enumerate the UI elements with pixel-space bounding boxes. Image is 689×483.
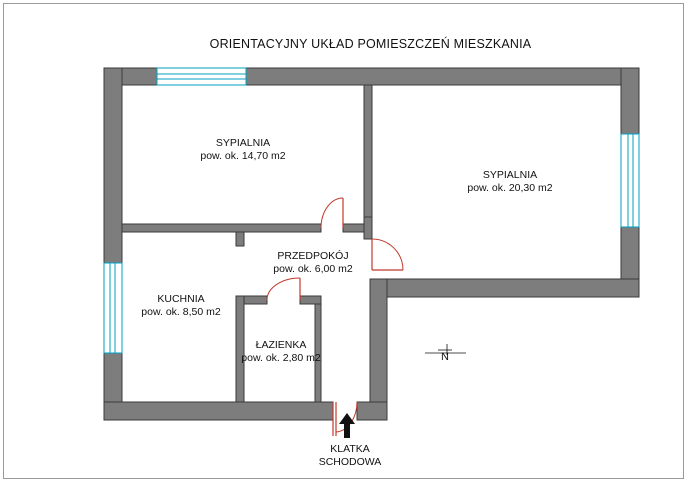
interior-walls — [121, 84, 373, 403]
window-left — [103, 262, 123, 354]
north-arrow-icon: N — [425, 344, 466, 363]
outer-walls — [103, 67, 640, 421]
room-label-bedroom-1: SYPIALNIA pow. ok. 14,70 m2 — [178, 137, 308, 163]
window-right — [620, 133, 640, 228]
entrance-line-2: SCHODOWA — [318, 456, 382, 468]
wall-bedroom-hall — [342, 223, 365, 233]
wall-corridor-right — [369, 278, 388, 421]
room-area: pow. ok. 6,00 m2 — [273, 263, 353, 275]
door-bedroom-2[interactable] — [371, 238, 404, 271]
room-area: pow. ok. 8,50 m2 — [141, 306, 221, 318]
door-bedroom-1[interactable] — [320, 197, 344, 229]
wall-right-upper — [620, 67, 640, 135]
room-name: SYPIALNIA — [215, 137, 271, 149]
wall-bath-top — [243, 295, 268, 305]
wall-divider-stub — [363, 216, 373, 240]
room-name: ŁAZIENKA — [255, 339, 307, 351]
room-name: SYPIALNIA — [482, 169, 538, 181]
wall-bottom-right — [369, 278, 640, 298]
room-label-kitchen: KUCHNIA pow. ok. 8,50 m2 — [116, 293, 246, 319]
entrance-arrow-icon — [339, 413, 355, 438]
wall-kitchen-bath — [235, 295, 245, 403]
doors — [266, 197, 404, 436]
room-area: pow. ok. 20,30 m2 — [467, 182, 553, 194]
wall-bath-right — [314, 303, 322, 403]
wall-top-right — [245, 67, 640, 86]
windows — [103, 67, 640, 354]
room-label-bedroom-2: SYPIALNIA pow. ok. 20,30 m2 — [445, 169, 575, 195]
room-label-bathroom: ŁAZIENKA pow. ok. 2,80 m2 — [231, 339, 331, 365]
wall-bottom-left — [103, 401, 334, 421]
plan-title: ORIENTACYJNY UKŁAD POMIESZCZEŃ MIESZKANI… — [209, 37, 532, 51]
wall-bedrooms-divider — [363, 84, 373, 218]
room-area: pow. ok. 2,80 m2 — [241, 352, 321, 364]
wall-bath-top-right — [299, 295, 322, 305]
wall-bedroom-kitchen — [121, 223, 322, 233]
room-name: PRZEDPOKÓJ — [277, 250, 349, 262]
north-label: N — [441, 351, 449, 363]
wall-left-upper — [103, 67, 123, 264]
entrance-label: KLATKA SCHODOWA — [300, 443, 400, 469]
wall-bottom-entry — [356, 401, 388, 421]
room-area: pow. ok. 14,70 m2 — [200, 150, 286, 162]
door-bathroom[interactable] — [266, 277, 301, 301]
room-name: KUCHNIA — [157, 293, 205, 305]
window-top — [156, 67, 247, 86]
entrance-line-1: KLATKA — [330, 443, 370, 455]
wall-stub — [235, 231, 245, 247]
room-label-hallway: PRZEDPOKÓJ pow. ok. 6,00 m2 — [248, 250, 378, 276]
